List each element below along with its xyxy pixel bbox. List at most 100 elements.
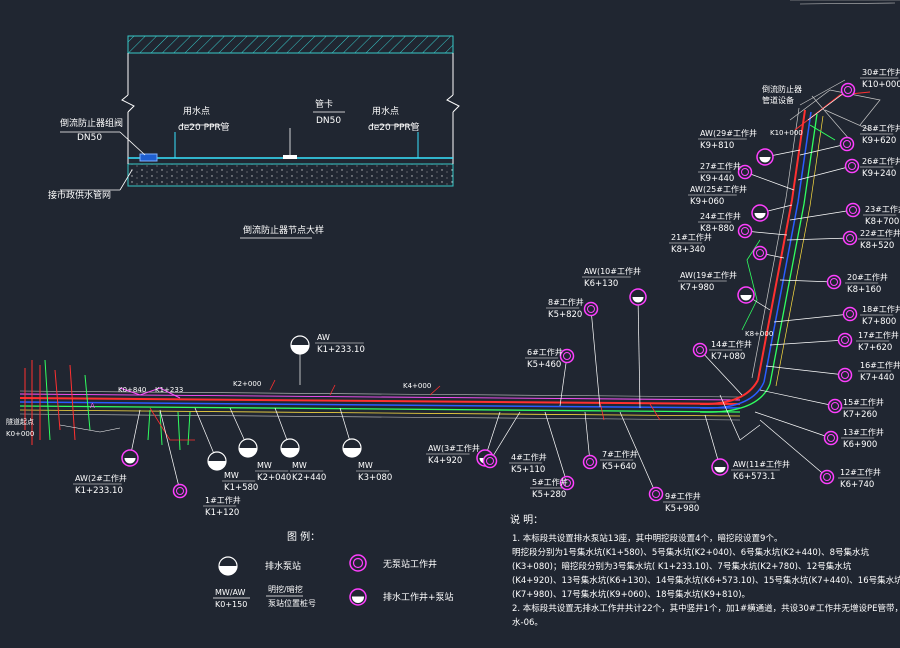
marker-w12: 12#工作井 K6+740: [759, 419, 881, 490]
leader-line: [637, 296, 641, 409]
work-well-icon: [737, 223, 753, 239]
leader-line: [789, 209, 854, 221]
station-k0: K0+000: [6, 430, 34, 438]
marker-label-top: 9#工作井: [665, 491, 701, 501]
marker-w9: 9#工作井 K5+980: [619, 411, 701, 514]
marker-label-top: 12#工作井: [840, 467, 881, 477]
marker-label-station: K7+980: [680, 283, 714, 293]
marker-label-station: K7+440: [860, 373, 894, 383]
leader-line: [619, 411, 657, 495]
marker-label-station: K5+460: [527, 360, 561, 370]
leader-line: [559, 355, 568, 407]
legend-mw-aw: MW/AW: [215, 588, 246, 597]
marker-label-station: K6+740: [840, 480, 874, 490]
marker-label-top: 24#工作井: [700, 211, 741, 221]
supply-label: 接市政供水管网: [48, 189, 111, 201]
pump-station-fill: [208, 461, 226, 470]
drain-well-fill: [124, 458, 136, 464]
legend-k-example: K0+150: [215, 600, 247, 609]
marker-label-top: 20#工作井: [847, 272, 888, 282]
point2-title: 用水点: [372, 105, 399, 117]
legend-well-icon: [349, 554, 367, 572]
work-well-icon: [842, 306, 858, 322]
work-well-icon: [842, 230, 858, 246]
marker-label-station: K9+060: [690, 197, 724, 207]
detail-bottom-slab: [127, 163, 454, 187]
marker-label-station: K2+040: [257, 473, 291, 483]
marker-label-top: 21#工作井: [671, 232, 712, 242]
marker-label-top: 8#工作井: [548, 297, 584, 307]
marker-label-station: K7+080: [711, 352, 745, 362]
legend-pump-icon: [219, 566, 237, 575]
work-well-inner: [830, 278, 838, 286]
station-k0-840: K0+840: [118, 386, 146, 394]
work-well-icon: [582, 454, 598, 470]
work-well-inner: [844, 86, 852, 94]
leader-line: [699, 349, 743, 396]
work-well-inner: [846, 310, 854, 318]
marker-label-station: K9+810: [700, 141, 734, 151]
marker-label-top: AW(19#工作井: [680, 270, 737, 280]
pump-station-fill: [343, 448, 361, 457]
work-well-inner: [586, 458, 594, 466]
marker-w6: 6#工作井 K5+460: [525, 347, 575, 407]
marker-label-top: 23#工作井: [865, 204, 900, 214]
work-well-inner: [741, 168, 749, 176]
work-well-inner: [756, 249, 764, 257]
work-well-inner: [841, 336, 849, 344]
marker-label-top: 26#工作井: [862, 156, 900, 166]
station-tag-k0: 隧道起点: [6, 417, 34, 426]
work-well-icon: [839, 136, 855, 152]
work-well-inner: [563, 352, 571, 360]
legend-sample2: 泵站位置桩号: [268, 598, 316, 608]
marker-label-station: K8+880: [700, 224, 734, 234]
station-k10-000: K10+000: [770, 129, 803, 137]
legend-sample1: 明挖/暗挖: [268, 584, 303, 594]
leader-line: [744, 171, 795, 191]
pump-station-fill: [291, 345, 309, 354]
marker-label-station: K5+110: [511, 465, 545, 475]
valve-label: 倒流防止器组阀: [60, 117, 123, 129]
top-note-2: 管道设备: [762, 95, 794, 105]
marker-label-station: K1+233.10: [317, 345, 365, 355]
top-note-1: 倒流防止器: [762, 84, 802, 94]
notes-line-2: 明挖段分别为1号集水坑(K1+580)、5号集水坑(K2+040)、6号集水坑(…: [512, 547, 870, 558]
work-well-icon: [845, 202, 861, 218]
work-well-icon: [482, 453, 498, 469]
work-well-icon: [840, 82, 856, 98]
work-well-inner: [563, 479, 571, 487]
point2-spec: de20 PPR管: [368, 121, 420, 133]
marker-label-top: 22#工作井: [860, 228, 900, 238]
marker-label-top: 6#工作井: [527, 347, 563, 357]
marker-label-top: 17#工作井: [858, 330, 899, 340]
work-well-icon: [823, 430, 839, 446]
leader-line: [769, 339, 846, 346]
marker-label-station: K5+980: [665, 504, 699, 514]
marker-label-station: K7+260: [843, 410, 877, 420]
marker-label-top: 16#工作井: [860, 360, 900, 370]
clamp-label: 管卡: [315, 98, 333, 110]
work-well-icon: [559, 348, 575, 364]
work-well-inner: [823, 473, 831, 481]
leader-line: [759, 389, 836, 407]
marker-label-top: 28#工作井: [862, 123, 900, 133]
leader-line: [704, 414, 721, 468]
work-well-icon: [172, 483, 188, 499]
work-well-inner: [176, 487, 184, 495]
markers-layer: AWK1+233.10AW(2#工作井K1+233.101#工作井K1+120M…: [73, 67, 900, 518]
marker-aw19: AW(19#工作井 K7+980: [678, 270, 771, 311]
